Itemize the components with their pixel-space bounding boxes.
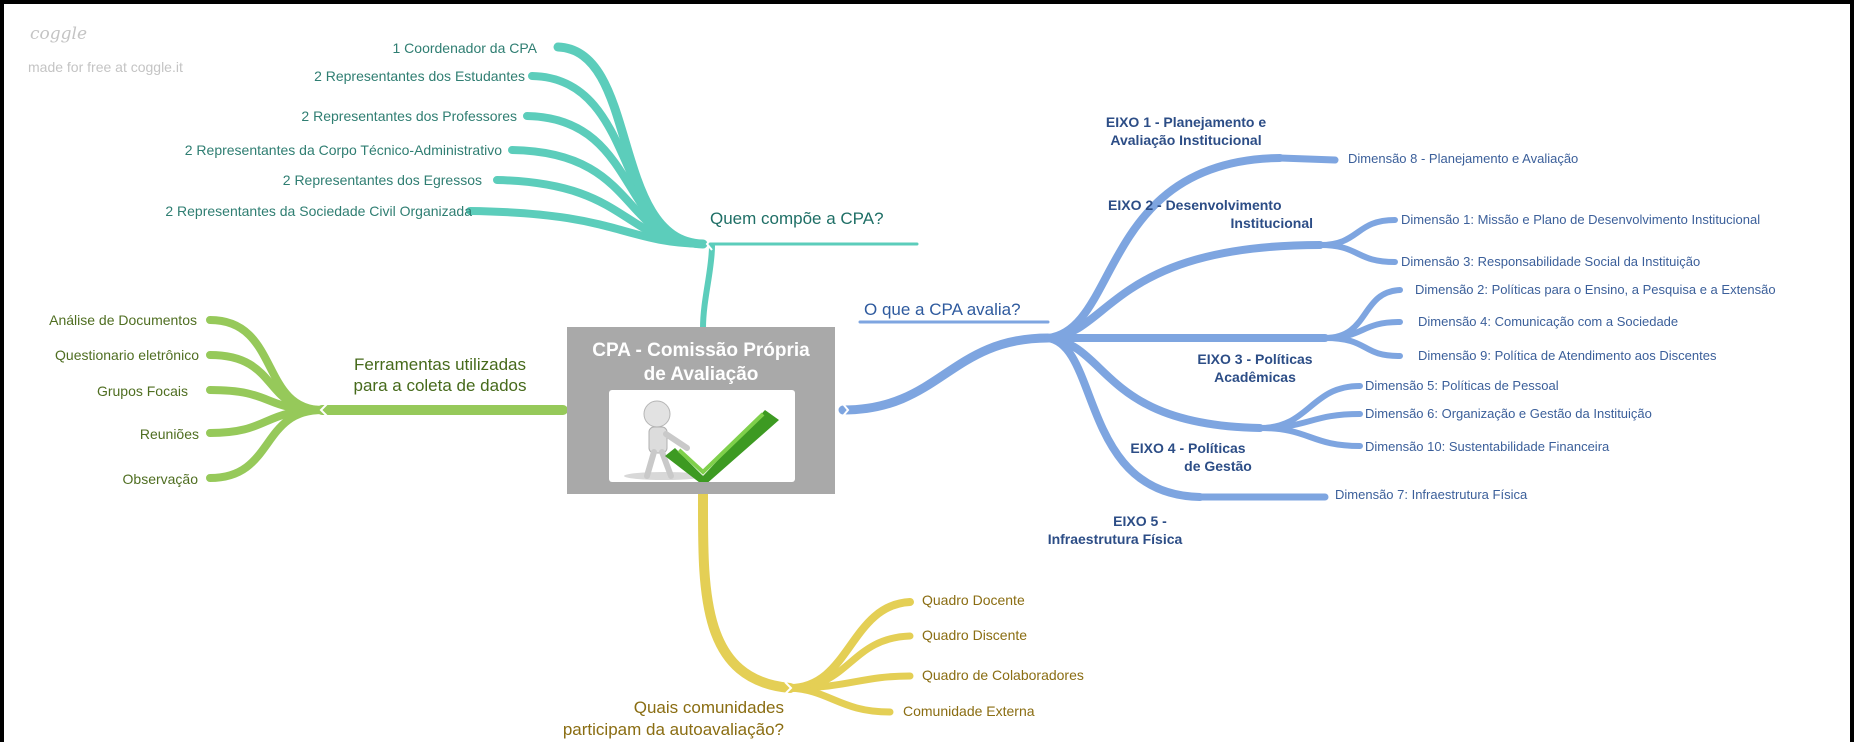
- dimension-3[interactable]: Dimensão 3: Responsabilidade Social da I…: [1401, 254, 1701, 269]
- dimension-5[interactable]: Dimensão 5: Políticas de Pessoal: [1365, 378, 1559, 393]
- yellow-link-4: [786, 684, 894, 716]
- teal-connector: [700, 243, 715, 331]
- green-chevron-icon: [319, 403, 328, 417]
- blue-eixo1-link: [1044, 154, 1284, 342]
- green-link-5: [206, 406, 326, 482]
- yellow-item-1[interactable]: Quadro Docente: [922, 592, 1025, 608]
- dimension-4[interactable]: Dimensão 4: Comunicação com a Sociedade: [1418, 314, 1679, 329]
- eixo-1-label[interactable]: EIXO 1 - Planejamento e Avaliação Instit…: [1105, 114, 1267, 148]
- blue-eixo2-link: [1044, 241, 1324, 342]
- teal-item-6[interactable]: 2 Representantes da Sociedade Civil Orga…: [165, 203, 472, 219]
- teal-item-4[interactable]: 2 Representantes da Corpo Técnico-Admini…: [184, 142, 502, 158]
- teal-branch-label[interactable]: Quem compõe a CPA?: [710, 209, 884, 228]
- central-node[interactable]: CPA - Comissão Própria de Avaliação: [567, 327, 835, 494]
- green-item-5[interactable]: Observação: [122, 471, 198, 487]
- teal-item-3[interactable]: 2 Representantes dos Professores: [301, 108, 517, 124]
- green-item-1[interactable]: Análise de Documentos: [49, 312, 197, 328]
- yellow-item-4[interactable]: Comunidade Externa: [903, 703, 1035, 719]
- teal-chevron-icon: [705, 237, 713, 251]
- blue-dim1-link: [1317, 217, 1398, 248]
- teal-item-5[interactable]: 2 Representantes dos Egressos: [282, 172, 482, 188]
- eixo-3-label[interactable]: EIXO 3 - Políticas Acadêmicas: [1197, 351, 1313, 385]
- dimension-7[interactable]: Dimensão 7: Infraestrutura Física: [1335, 487, 1528, 502]
- green-item-2[interactable]: Questionario eletrônico: [55, 347, 199, 363]
- teal-link-6: [466, 207, 707, 248]
- eixo-4-label[interactable]: EIXO 4 - Políticas de Gestão: [1130, 440, 1252, 474]
- dimension-1[interactable]: Dimensão 1: Missão e Plano de Desenvolvi…: [1401, 212, 1761, 227]
- central-title: CPA - Comissão Própria de Avaliação: [592, 340, 810, 385]
- yellow-chevron-icon: [784, 681, 793, 695]
- blue-branch-label[interactable]: O que a CPA avalia?: [864, 300, 1021, 319]
- yellow-branch-label[interactable]: Quais comunidades participam da autoaval…: [562, 698, 784, 740]
- dimension-9[interactable]: Dimensão 9: Política de Atendimento aos …: [1418, 348, 1717, 363]
- blue-eixo4-link: [1044, 334, 1264, 432]
- coggle-logo: coggle: [30, 24, 88, 44]
- yellow-connector: [697, 489, 795, 693]
- teal-link-1: [553, 42, 708, 249]
- blue-connector: [838, 333, 1053, 415]
- green-branch-label[interactable]: Ferramentas utilizadas para a coleta de …: [353, 355, 527, 396]
- green-item-3[interactable]: Grupos Focais: [96, 383, 188, 399]
- teal-item-1[interactable]: 1 Coordenador da CPA: [392, 40, 538, 56]
- blue-dim3-link: [1317, 242, 1398, 265]
- dimension-6[interactable]: Dimensão 6: Organização e Gestão da Inst…: [1365, 406, 1652, 421]
- blue-eixo5-link: [1044, 334, 1204, 501]
- blue-dim9-link: [1322, 335, 1403, 359]
- brand-note: made for free at coggle.it: [28, 59, 183, 75]
- teal-item-2[interactable]: 2 Representantes dos Estudantes: [314, 68, 525, 84]
- blue-chevron-icon: [842, 403, 850, 417]
- blue-dim10-link: [1257, 425, 1363, 449]
- person-with-checkmark-icon: [609, 390, 795, 482]
- blue-dim8-link: [1276, 154, 1339, 164]
- yellow-item-3[interactable]: Quadro de Colaboradores: [922, 667, 1084, 683]
- eixo-2-label[interactable]: EIXO 2 - Desenvolvimento Institucional: [1108, 197, 1313, 231]
- eixo-5-label[interactable]: EIXO 5 - Infraestrutura Física: [1047, 513, 1183, 547]
- yellow-item-2[interactable]: Quadro Discente: [922, 627, 1028, 643]
- dimension-8[interactable]: Dimensão 8 - Planejamento e Avaliação: [1348, 151, 1579, 166]
- green-item-4[interactable]: Reuniões: [139, 426, 199, 442]
- dimension-10[interactable]: Dimensão 10: Sustentabilidade Financeira: [1365, 439, 1610, 454]
- dimension-2[interactable]: Dimensão 2: Políticas para o Ensino, a P…: [1415, 282, 1776, 297]
